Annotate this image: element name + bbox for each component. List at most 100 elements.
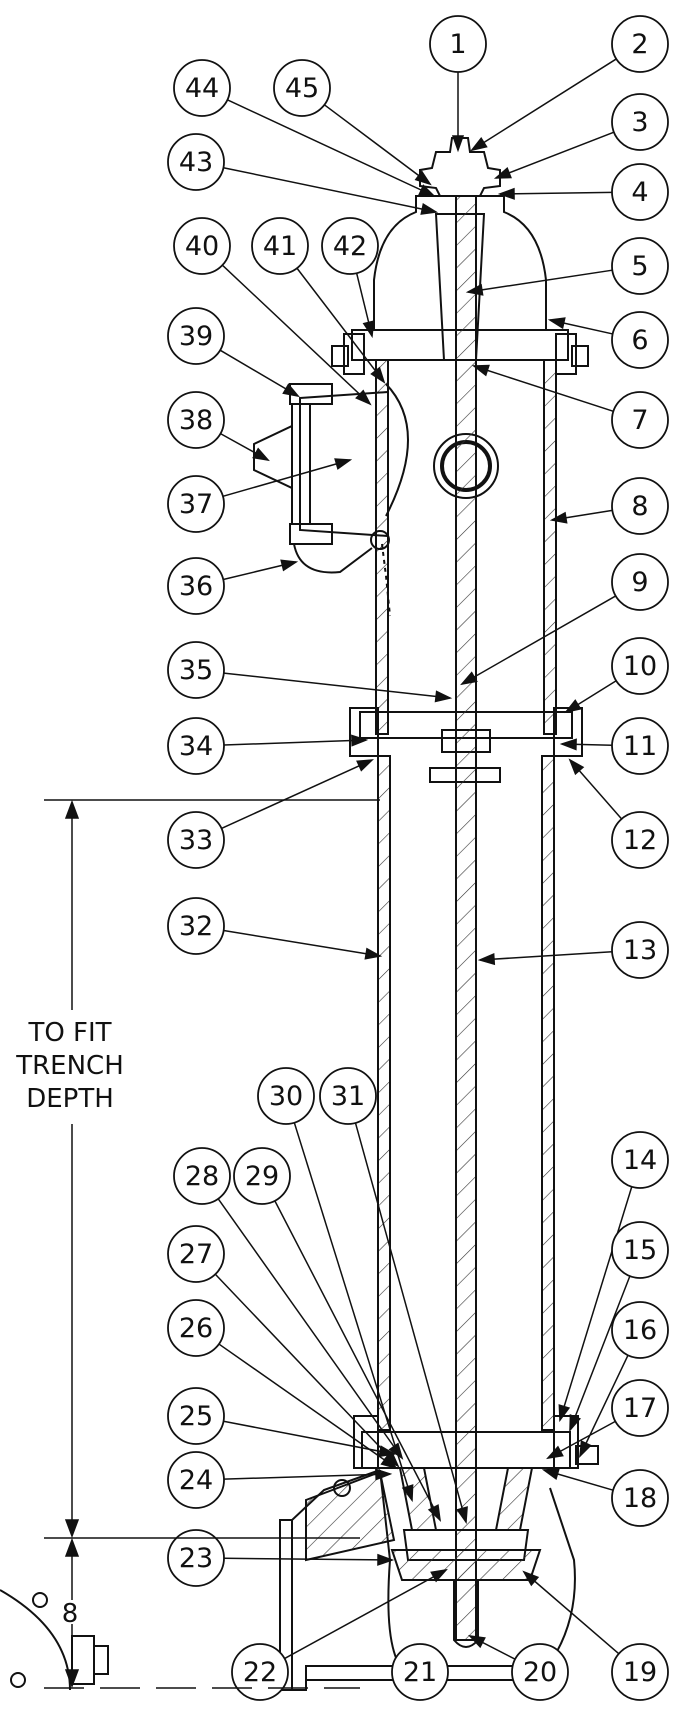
leader-line-31 <box>354 1122 467 1523</box>
callout-circle <box>611 477 669 535</box>
leader-arrow-38 <box>252 447 270 462</box>
leader-line-16 <box>579 1354 629 1457</box>
callout-number: 5 <box>631 251 648 282</box>
callout-number: 10 <box>623 651 657 682</box>
leader-arrow-2 <box>470 137 488 152</box>
callout-number: 23 <box>179 1543 213 1574</box>
callout-number: 30 <box>269 1081 303 1112</box>
leader-line-3 <box>495 131 615 179</box>
callout-number: 14 <box>623 1145 657 1176</box>
callout-number: 11 <box>623 731 657 762</box>
leader-line-39 <box>219 349 299 397</box>
callout-number: 26 <box>179 1313 213 1344</box>
callout-circle <box>611 1379 669 1437</box>
callout-number: 33 <box>179 825 213 856</box>
callout-circle <box>611 1469 669 1527</box>
bonnet-bolt-left <box>343 333 365 375</box>
leader-line-27 <box>214 1273 399 1467</box>
leader-line-35 <box>223 672 451 699</box>
leader-arrow-5 <box>465 283 484 296</box>
callout-16: 16 <box>611 1301 669 1359</box>
callout-number: 41 <box>263 231 297 262</box>
callout-circle <box>511 1643 569 1701</box>
callout-circle <box>167 1451 225 1509</box>
lower-barrel-left <box>377 755 391 1431</box>
callout-number: 45 <box>285 73 319 104</box>
callout-42: 42 <box>321 217 379 275</box>
callout-circle <box>611 553 669 611</box>
lower-flange <box>361 1431 571 1469</box>
leader-line-29 <box>274 1200 441 1521</box>
callout-number: 21 <box>403 1657 437 1688</box>
callout-43: 43 <box>167 133 225 191</box>
callout-17: 17 <box>611 1379 669 1437</box>
callout-31: 31 <box>319 1067 377 1125</box>
callout-number: 29 <box>245 1161 279 1192</box>
side-view-bolt-1 <box>32 1592 48 1608</box>
callout-circle <box>251 217 309 275</box>
callout-number: 7 <box>631 405 648 436</box>
leader-arrow-20 <box>468 1634 486 1649</box>
callout-number: 3 <box>631 107 648 138</box>
callout-number: 43 <box>179 147 213 178</box>
callout-circle <box>233 1147 291 1205</box>
leader-arrow-6 <box>547 317 566 330</box>
nozzle-cap-lug-bottom <box>289 523 333 545</box>
nozzle-chain-arc <box>385 383 409 517</box>
callout-number: 22 <box>243 1657 277 1688</box>
trench-label-line3: DEPTH <box>26 1084 114 1114</box>
leader-line-4 <box>499 191 613 195</box>
callout-19: 19 <box>611 1643 669 1701</box>
callout-number: 4 <box>631 177 648 208</box>
callout-25: 25 <box>167 1387 225 1445</box>
callout-circle <box>611 921 669 979</box>
callout-8: 8 <box>611 477 669 535</box>
callout-15: 15 <box>611 1221 669 1279</box>
leader-arrow-39 <box>282 383 300 398</box>
stem <box>455 195 477 1641</box>
callout-39: 39 <box>167 307 225 365</box>
callout-number: 44 <box>185 73 219 104</box>
callout-circle <box>273 59 331 117</box>
callout-circle <box>167 391 225 449</box>
callout-number: 19 <box>623 1657 657 1688</box>
callout-number: 1 <box>449 29 466 60</box>
callout-12: 12 <box>611 811 669 869</box>
callout-35: 35 <box>167 641 225 699</box>
callout-number: 8 <box>631 491 648 522</box>
callout-number: 35 <box>179 655 213 686</box>
callout-number: 16 <box>623 1315 657 1346</box>
leader-arrow-13 <box>477 953 496 966</box>
shoe-drain <box>333 1479 351 1497</box>
callout-44: 44 <box>173 59 231 117</box>
leader-arrow-18 <box>541 1468 560 1480</box>
callout-circle <box>167 641 225 699</box>
valve-rubber <box>390 1549 542 1581</box>
callout-circle <box>611 811 669 869</box>
leader-arrow-9 <box>460 671 478 686</box>
callout-number: 17 <box>623 1393 657 1424</box>
callout-2: 2 <box>611 15 669 73</box>
callout-number: 28 <box>185 1161 219 1192</box>
callout-circle <box>611 1221 669 1279</box>
callout-20: 20 <box>511 1643 569 1701</box>
callout-37: 37 <box>167 475 225 533</box>
callout-circle <box>611 15 669 73</box>
callout-circle <box>257 1067 315 1125</box>
leader-line-2 <box>471 58 617 151</box>
leader-arrow-43 <box>420 203 439 215</box>
callout-26: 26 <box>167 1299 225 1357</box>
callout-number: 9 <box>631 567 648 598</box>
callout-circle <box>167 1299 225 1357</box>
leader-arrow-33 <box>356 759 375 772</box>
nozzle-cap-nut <box>253 424 293 490</box>
leader-arrow-12 <box>568 758 585 776</box>
leader-arrow-29 <box>427 1504 442 1522</box>
callout-number: 38 <box>179 405 213 436</box>
leader-arrow-11 <box>559 738 577 751</box>
trench-dimension <box>44 799 380 1689</box>
callout-number: 39 <box>179 321 213 352</box>
